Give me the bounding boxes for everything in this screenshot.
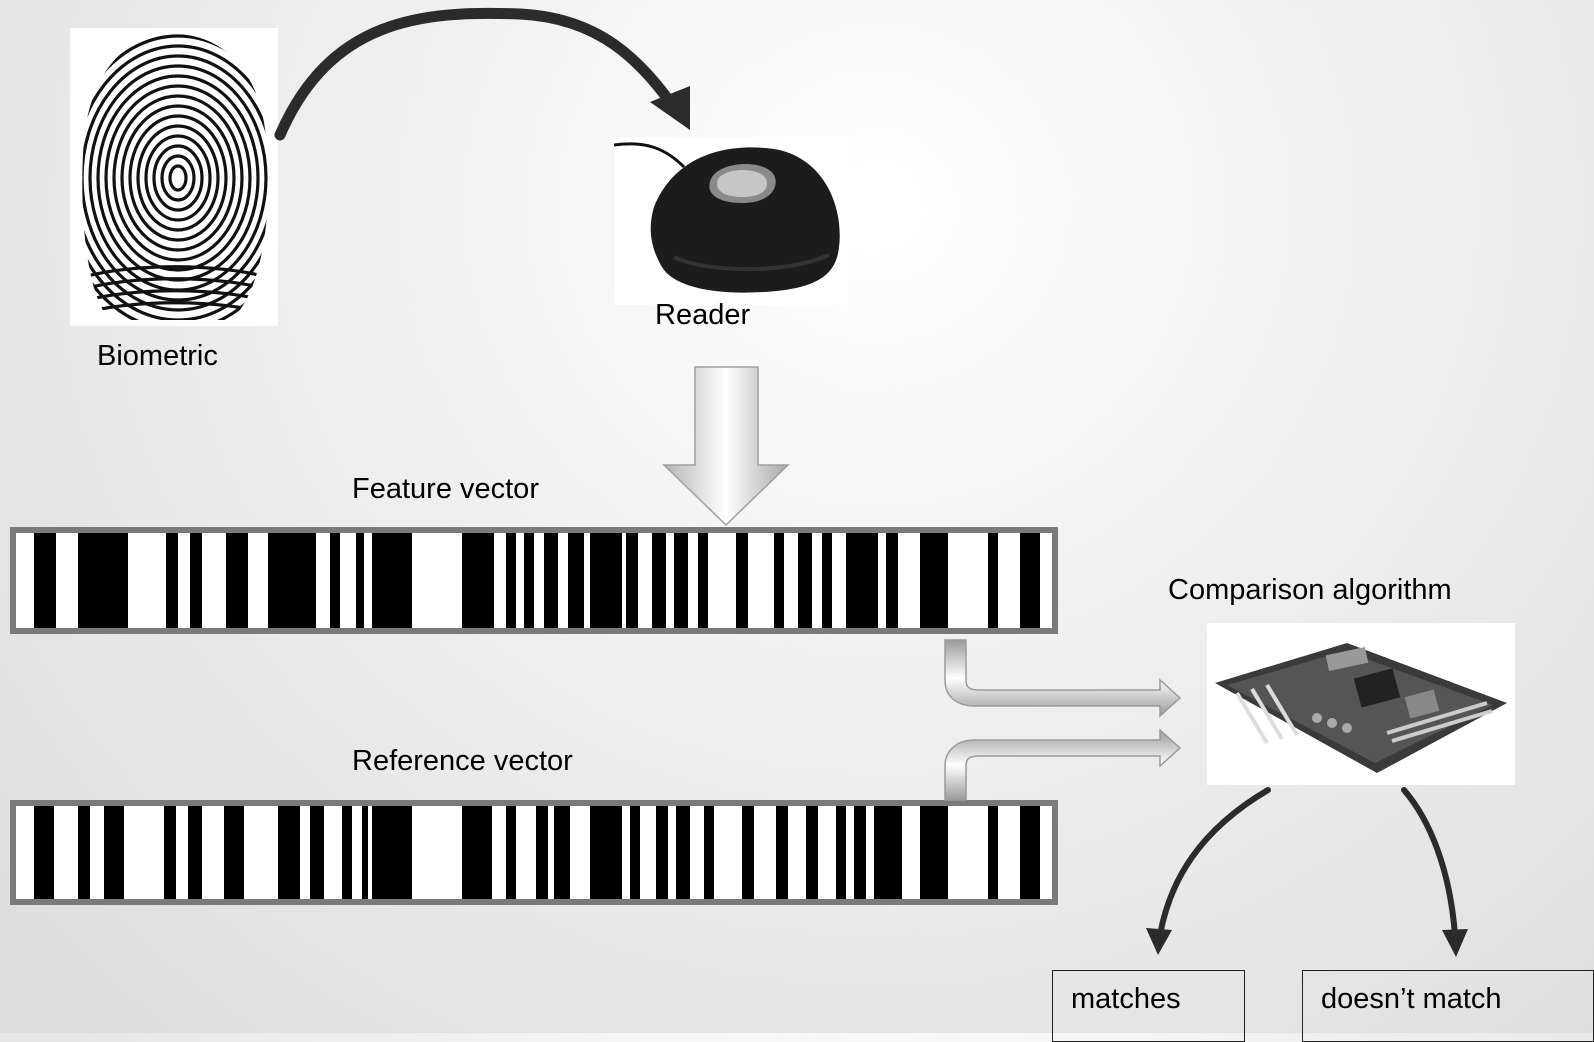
barcode-bar xyxy=(524,533,534,628)
barcode-bar xyxy=(362,806,368,899)
barcode-bar xyxy=(462,806,492,899)
barcode-bar xyxy=(224,806,244,899)
arrow-head-doesnt-match xyxy=(1442,929,1468,957)
barcode-bar xyxy=(674,533,688,628)
barcode-bar xyxy=(278,806,300,899)
barcode-bar xyxy=(704,806,714,899)
barcode-bar xyxy=(372,806,412,899)
barcode-bar xyxy=(188,806,202,899)
motherboard-image xyxy=(1207,623,1515,785)
barcode-bar xyxy=(676,806,690,899)
barcode-bar xyxy=(506,806,516,899)
barcode-bar xyxy=(630,806,640,899)
barcode-bar xyxy=(742,806,754,899)
barcode-bar xyxy=(698,533,708,628)
arrow-algorithm-to-matches xyxy=(1157,787,1271,938)
barcode-bar xyxy=(626,533,638,628)
barcode-bar xyxy=(798,533,812,628)
barcode-bar xyxy=(544,533,558,628)
reference-vector-label: Reference vector xyxy=(352,745,573,777)
barcode-bar xyxy=(776,806,788,899)
barcode-bar xyxy=(886,533,898,628)
feature-vector-barcode xyxy=(10,527,1058,634)
feature-vector-bars xyxy=(16,533,1052,628)
barcode-bar xyxy=(874,806,902,899)
barcode-bar xyxy=(34,806,54,899)
barcode-bar xyxy=(356,533,364,628)
fingerprint-icon xyxy=(82,34,269,320)
barcode-bar xyxy=(652,533,666,628)
barcode-bar xyxy=(988,533,998,628)
barcode-bar xyxy=(310,806,324,899)
barcode-bar xyxy=(920,533,948,628)
barcode-bar xyxy=(330,533,340,628)
barcode-bar xyxy=(1020,806,1040,899)
arrow-algorithm-to-doesnt-match xyxy=(1401,787,1458,938)
motherboard-icon xyxy=(1215,643,1507,773)
barcode-bar xyxy=(554,806,570,899)
barcode-bar xyxy=(988,806,998,899)
feature-vector-label: Feature vector xyxy=(352,473,539,505)
barcode-bar xyxy=(822,533,832,628)
arrow-head-matches xyxy=(1146,928,1172,955)
barcode-bar xyxy=(226,533,248,628)
barcode-bar xyxy=(104,806,124,899)
matches-result-box: matches xyxy=(1052,970,1245,1042)
barcode-bar xyxy=(536,806,548,899)
barcode-bar xyxy=(806,806,818,899)
barcode-bar xyxy=(774,533,784,628)
pipe-arrow-reference-to-algorithm xyxy=(944,728,1182,801)
reference-vector-barcode xyxy=(10,800,1058,905)
barcode-bar xyxy=(78,533,128,628)
biometric-label: Biometric xyxy=(97,340,218,372)
barcode-bar xyxy=(846,533,878,628)
matches-label: matches xyxy=(1071,983,1181,1015)
fingerprint-image xyxy=(70,28,278,326)
barcode-bar xyxy=(78,806,90,899)
barcode-bar xyxy=(342,806,352,899)
barcode-bar xyxy=(506,533,516,628)
down-arrow-reader-to-feature xyxy=(662,366,790,527)
barcode-bar xyxy=(854,806,866,899)
barcode-bar xyxy=(166,533,178,628)
barcode-bar xyxy=(920,806,948,899)
barcode-bar xyxy=(736,533,748,628)
barcode-bar xyxy=(268,533,316,628)
barcode-bar xyxy=(190,533,202,628)
reader-label: Reader xyxy=(655,299,751,331)
pipe-arrow-feature-to-algorithm xyxy=(944,639,1182,718)
barcode-bar xyxy=(590,806,622,899)
curved-arrow-biometric-to-reader xyxy=(274,7,682,141)
barcode-bar xyxy=(1020,533,1040,628)
barcode-bar xyxy=(164,806,176,899)
curved-arrow-head-reader xyxy=(650,86,690,130)
barcode-bar xyxy=(372,533,412,628)
barcode-bar xyxy=(568,533,584,628)
fingerprint-reader-icon xyxy=(613,142,840,293)
doesnt-match-label: doesn’t match xyxy=(1321,983,1502,1015)
barcode-bar xyxy=(656,806,668,899)
barcode-bar xyxy=(462,533,494,628)
reader-image xyxy=(613,137,848,305)
reference-vector-bars xyxy=(16,806,1052,899)
barcode-bar xyxy=(34,533,56,628)
comparison-algorithm-label: Comparison algorithm xyxy=(1168,574,1452,606)
barcode-bar xyxy=(836,806,846,899)
barcode-bar xyxy=(590,533,622,628)
